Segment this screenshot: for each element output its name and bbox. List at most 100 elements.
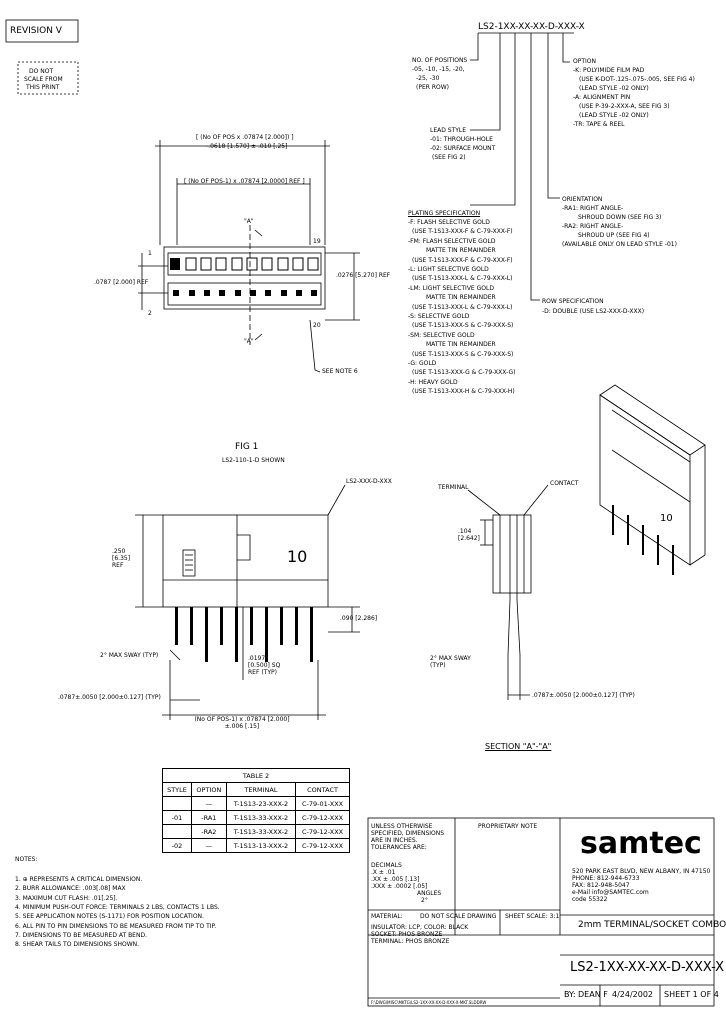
drawing-date: 4/24/2002: [612, 990, 654, 999]
plating-line: -LM: LIGHT SELECTIVE GOLD: [408, 284, 494, 292]
addr-line: FAX: 812-948-5047: [572, 882, 630, 889]
drawing-description: 2mm TERMINAL/SOCKET COMBO: [578, 920, 726, 930]
table-cell: T-1S13-13-XXX-2: [225, 838, 297, 853]
section-dim: .104 [2.642]: [458, 528, 480, 542]
section-pitch: .0787±.0050 [2.000±0.127] (TYP): [532, 692, 635, 699]
orientation-line: -RA2: RIGHT ANGLE-: [562, 223, 624, 230]
table-2-title: TABLE 2: [162, 768, 350, 783]
table-cell: T-1S13-23-XXX-2: [225, 796, 297, 811]
plating-line: -G: GOLD: [408, 360, 437, 367]
plating-line: -H: HEAVY GOLD: [408, 378, 458, 386]
table-cell: -02: [162, 838, 192, 853]
notes-line: 7. DIMENSIONS TO BE MEASURED AT BEND.: [15, 931, 147, 939]
table-cell: -01: [162, 810, 192, 825]
plating-line: (USE T-1S13-XXX-F & C-79-XXX-F): [412, 228, 513, 236]
tol-line: .XXX ± .0002 [.05]: [371, 883, 428, 890]
fig1-subtitle: LS2-110-1-D SHOWN: [222, 457, 285, 464]
tolerance-title: UNLESS OTHERWISE SPECIFIED, DIMENSIONS A…: [371, 823, 445, 851]
title-block: [367, 817, 715, 1007]
proprietary-note: PROPRIETARY NOTE: [478, 823, 538, 830]
dim-pitch: .0787 [2.000] REF: [94, 279, 149, 286]
notes-line: 2. BURR ALLOWANCE: .003[.08] MAX: [15, 885, 126, 893]
scale-note-box: [17, 61, 79, 95]
option-line: -K: POLYIMIDE FILM PAD: [573, 67, 645, 74]
notes-line: 4. MINIMUM PUSH-OUT FORCE: TERMINALS 2 L…: [15, 903, 220, 911]
option-line: -TR: TAPE & REEL: [573, 121, 625, 128]
samtec-logo: samtec: [580, 826, 702, 861]
see-note-6: SEE NOTE 6: [322, 368, 358, 375]
plating-line: -F: FLASH SELECTIVE GOLD: [408, 219, 490, 226]
table-cell: T-1S13-33-XXX-2: [225, 810, 297, 825]
material-line: INSULATOR: LCP, COLOR: BLACK: [371, 924, 469, 931]
plating-line: MATTE TIN REMAINDER: [426, 294, 496, 302]
no-pos-line: -25, -30: [416, 75, 440, 82]
lead-style-line: (SEE FIG 2): [432, 154, 466, 161]
table-2-header-cell: CONTACT: [295, 782, 350, 797]
plating-line: -FM: FLASH SELECTIVE GOLD: [408, 237, 496, 245]
plating-line: MATTE TIN REMAINDER: [426, 341, 496, 349]
table-cell: -RA1: [190, 810, 227, 825]
notes-line: 5. SEE APPLICATION NOTES (S-1171) FOR PO…: [15, 913, 204, 921]
fig1-callout: LS2-XXX-D-XXX: [346, 478, 392, 485]
notes-line: 8. SHEAR TAILS TO DIMENSIONS SHOWN.: [15, 941, 140, 949]
plating-line: (USE T-1S13-XXX-F & C-79-XXX-F): [412, 256, 513, 264]
pin-label-1: 1: [148, 250, 152, 257]
pin-label-19: 19: [313, 238, 321, 245]
dim-pitch-ref: [ (No OF POS-1) x .07874 [2.0000] REF ]: [184, 178, 305, 185]
tol-line: ANGLES: [417, 890, 442, 897]
revision-label: REVISION V: [10, 26, 62, 36]
plating-line: (USE T-1S13-XXX-L & C-79-XXX-L): [412, 275, 513, 283]
fig1-pitch: .0787±.0050 [2.000±0.127] (TYP): [58, 694, 161, 701]
no-pos-title: NO. OF POSITIONS: [412, 57, 468, 64]
plating-line: MATTE TIN REMAINDER: [426, 247, 496, 255]
material-line: TERMINAL: PHOS BRONZE: [371, 938, 450, 945]
row-spec-line: -D: DOUBLE (USE LS2-XXX-D-XXX): [542, 308, 645, 315]
no-pos-line: (PER ROW): [416, 84, 449, 91]
scale-note-3: THIS PRINT: [26, 84, 60, 91]
tol-line: .XX ± .005 [.13]: [371, 876, 420, 883]
iso-body: [599, 394, 691, 566]
section-a-bottom: "A": [244, 338, 254, 345]
no-pos-line: -05, -10, -15, -20,: [412, 66, 465, 73]
lead-style-line: -02: SURFACE MOUNT: [430, 145, 496, 152]
fig1-number: 10: [287, 547, 308, 566]
section-a-top: "A": [244, 218, 254, 225]
plating-line: (USE T-1S13-XXX-H & C-79-XXX-H): [412, 388, 515, 396]
fig1-title: FIG 1: [235, 442, 259, 452]
orientation-line: SHROUD DOWN (SEE FIG 3): [578, 214, 662, 221]
option-line: (USE P-39-2-XXX-A, SEE FIG 3): [579, 103, 670, 110]
table-cell: C-79-12-XXX: [295, 824, 350, 839]
section-sway: 2° MAX SWAY (TYP): [430, 655, 471, 669]
drawing-part-number: LS2-1XX-XX-XX-D-XXX-X: [570, 960, 725, 975]
fig1-height: .250 [6.35] REF: [112, 548, 131, 569]
addr-line: 520 PARK EAST BLVD, NEW ALBANY, IN 47150: [572, 868, 711, 875]
tol-line: DECIMALS: [371, 862, 402, 869]
orientation-line: (AVAILABLE ONLY ON LEAD STYLE -01): [562, 241, 677, 248]
plating-line: (USE T-1S13-XXX-S & C-79-XXX-S): [412, 350, 514, 358]
addr-line: PHONE: 812-944-6733: [572, 875, 640, 882]
notes-title: NOTES:: [15, 856, 38, 863]
plating-line: (USE T-1S13-XXX-L & C-79-XXX-L): [412, 303, 513, 311]
notes-line: 6. ALL PIN TO PIN DIMENSIONS TO BE MEASU…: [15, 922, 217, 930]
revision-box: [5, 19, 79, 43]
orientation-line: -RA1: RIGHT ANGLE-: [562, 205, 624, 212]
addr-line: code 55322: [572, 896, 608, 903]
addr-line: e-Mail info@SAMTEC.com: [572, 889, 649, 896]
material-line: SOCKET: PHOS BRONZE: [371, 931, 443, 938]
row-spec-title: ROW SPECIFICATION: [542, 298, 604, 305]
tol-line: .X ± .01: [371, 869, 396, 876]
fig1-sway: 2° MAX SWAY (TYP): [100, 652, 159, 659]
do-not-scale: DO NOT SCALE DRAWING: [420, 913, 497, 920]
dim-tol: -.0618 [1.570] ± .010 [.25]: [206, 143, 288, 150]
iso-number: 10: [660, 513, 673, 524]
plating-line: (USE T-1S13-XXX-G & C-79-XXX-G): [412, 369, 516, 377]
table-cell: [162, 796, 192, 811]
file-path: F:\DWG\MISC\MKTG\LS2-1XX-XX-XX-D-XXX-X-M…: [371, 1000, 487, 1005]
material-label: MATERIAL:: [371, 913, 403, 920]
table-cell: —: [190, 838, 227, 853]
